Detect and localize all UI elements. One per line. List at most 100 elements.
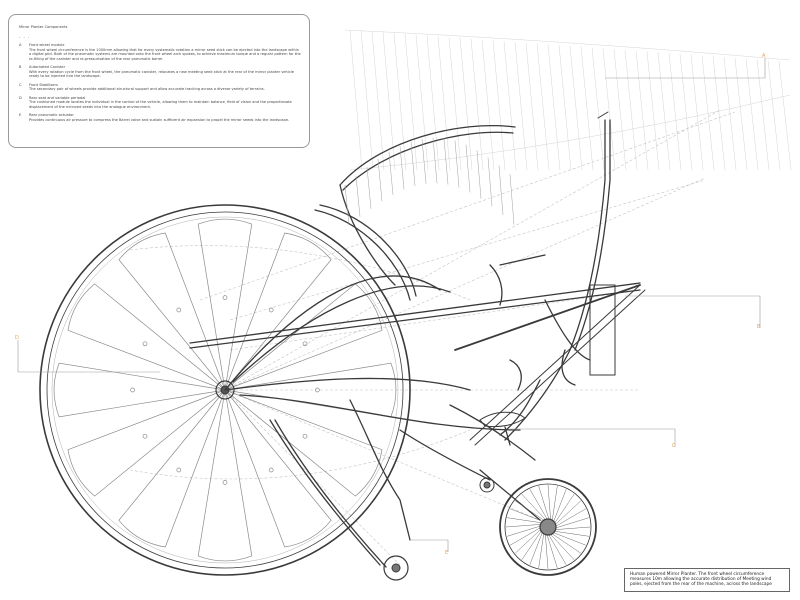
wheel-petal: [67, 389, 226, 497]
wheel-petal: [224, 389, 383, 497]
legend-item-b-text: With every rotation cycle from the front…: [29, 69, 295, 79]
rear-spoke: [510, 527, 542, 546]
fan-line: [503, 41, 517, 171]
rear-spoke: [548, 533, 567, 565]
rear-spoke: [552, 532, 586, 546]
petal-node: [302, 433, 308, 439]
legend-item-a: A Front wheel module The front wheel cir…: [19, 43, 301, 61]
rear-spoke: [553, 530, 589, 537]
fan-line: [635, 50, 649, 171]
wheel-petal: [67, 283, 226, 391]
legend-dots: - - -: [19, 34, 31, 39]
callout-c: C: [672, 443, 676, 449]
fan-line: [459, 37, 473, 171]
fan-line: [613, 49, 627, 171]
fan-line: [745, 58, 759, 171]
callout-e: E: [445, 550, 449, 556]
wheel-petal: [118, 232, 226, 391]
petal-node: [222, 480, 228, 485]
legend-item-d-num: D: [19, 95, 22, 100]
petal-node: [142, 341, 148, 347]
canopy-rib: [377, 158, 383, 202]
legend-item-a-text: The front wheel circumference is the 100…: [29, 47, 301, 61]
rear-spoke: [507, 517, 543, 524]
rear-spoke: [546, 533, 558, 568]
legend-item-e-num: E: [19, 113, 22, 117]
front-wheel-hub: [215, 380, 235, 400]
wheel-petal: [53, 362, 226, 418]
petal-node: [176, 467, 182, 473]
rear-spoke: [553, 494, 575, 524]
canopy-rib: [399, 145, 405, 190]
wheel-petal: [118, 389, 226, 548]
fan-line: [426, 35, 440, 171]
legend-item-c-text: The secondary pair of wheels provide add…: [29, 87, 265, 91]
fan-line: [558, 45, 572, 171]
rear-spoke: [547, 484, 551, 521]
canopy-rib: [388, 151, 394, 196]
legend-item-c-heading: Front Stabilisers: [29, 82, 58, 87]
canopy-rib: [443, 138, 449, 185]
fan-arc: [344, 29, 791, 61]
canopy-rib: [410, 141, 416, 187]
rear-spoke: [521, 530, 543, 560]
petal-node: [315, 387, 320, 393]
legend-item-d: D Rear seat and variable periodal The cu…: [19, 96, 301, 110]
fan-line: [448, 37, 462, 171]
rear-spoke: [515, 500, 545, 522]
fan-line: [360, 30, 374, 171]
rear-spoke: [529, 489, 548, 521]
legend-title: Mirror Planter Components: [19, 25, 68, 29]
rear-spoke: [538, 532, 545, 568]
legend-item-b: B Automated Canister With every rotation…: [19, 65, 301, 79]
canopy-rib: [498, 165, 504, 216]
construction-fan-lines: [344, 29, 792, 171]
fan-line: [624, 49, 638, 171]
legend-item-d-text: The cushioned module locates the individ…: [29, 100, 292, 109]
petal-node: [142, 433, 148, 439]
rear-spoke: [551, 532, 581, 554]
wheel-petal: [224, 283, 383, 391]
rear-spoke: [554, 508, 586, 527]
canopy-rib: [432, 137, 438, 184]
fan-line: [646, 51, 660, 171]
fan-line: [393, 33, 407, 171]
petal-node: [222, 295, 228, 300]
rear-spoke: [551, 486, 558, 522]
fan-line: [492, 40, 506, 171]
fan-line: [657, 52, 671, 171]
rear-spoke: [545, 533, 549, 570]
wheel-petal: [224, 389, 332, 548]
fan-line: [701, 55, 715, 171]
canopy-rib: [366, 167, 372, 209]
legend-item-b-num: B: [19, 65, 22, 69]
fan-line: [668, 53, 682, 171]
canopy-rib: [355, 175, 361, 217]
legend-item-a-num: A: [19, 43, 22, 47]
fan-line: [547, 44, 561, 171]
canopy-rib: [465, 144, 471, 193]
callout-d: D: [15, 335, 19, 341]
petal-node: [268, 467, 274, 473]
rear-spoke: [510, 508, 544, 522]
fan-line: [470, 38, 484, 171]
fan-line: [514, 41, 528, 171]
legend-item-c-num: C: [19, 82, 22, 87]
fan-line: [602, 48, 616, 171]
fan-line: [756, 59, 770, 171]
canopy-rib: [509, 174, 515, 225]
callout-a: A: [762, 53, 766, 59]
legend-item-d-heading: Rear seat and variable periodal: [29, 95, 86, 100]
wheel-petal: [197, 389, 253, 562]
fan-line: [778, 61, 792, 171]
legend-item-e: E Rear pneumatic actuator Provides conti…: [19, 113, 301, 122]
rear-spoke: [507, 525, 542, 537]
rear-spoke: [538, 486, 550, 521]
rear-spoke: [521, 494, 547, 521]
fan-line: [415, 34, 429, 171]
fan-line: [525, 42, 539, 171]
fan-line: [371, 31, 385, 171]
legend-item-b-heading: Automated Canister: [29, 65, 66, 69]
legend-item-e-text: Provides continuous air pressure to comp…: [29, 117, 290, 122]
